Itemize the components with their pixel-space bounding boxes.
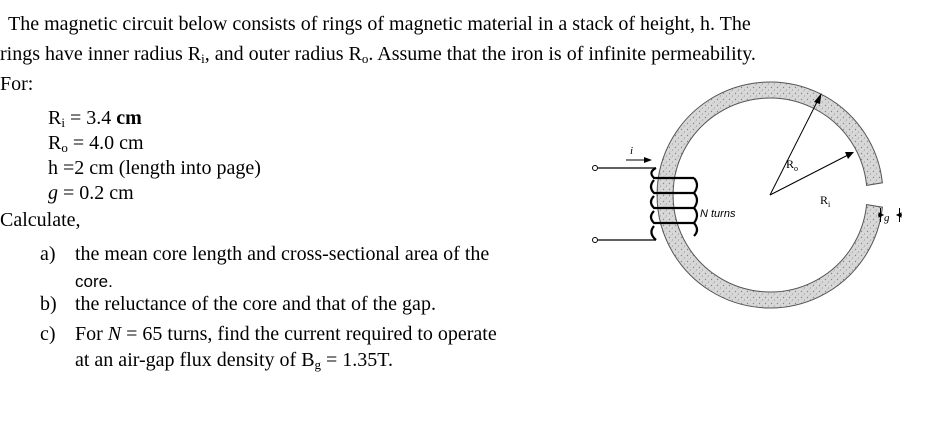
turns-label: N turns: [700, 208, 736, 220]
item-a-line1: the mean core length and cross-sectional…: [75, 243, 490, 265]
item-a-line2: core.: [75, 272, 113, 291]
magnetic-circuit-figure: i N turns Ro Ri g: [592, 81, 902, 309]
calculate-label: Calculate,: [0, 209, 81, 231]
given-g: g = 0.2 cm: [48, 182, 134, 204]
for-label: For:: [0, 73, 34, 95]
item-c-line2: at an air-gap flux density of Bg = 1.35T…: [75, 349, 394, 372]
outer-radius-label: Ro: [786, 157, 798, 173]
current-label: i: [630, 145, 633, 157]
gap-label: g: [884, 212, 890, 224]
item-b-line1: the reluctance of the core and that of t…: [75, 293, 436, 315]
outer-radius-arrowhead: [814, 93, 822, 104]
inner-radius-label: Ri: [820, 193, 831, 209]
current-arrowhead: [644, 157, 652, 163]
toroid-core: [656, 81, 883, 309]
inner-radius-arrowhead: [845, 152, 854, 159]
terminal-top: [592, 165, 598, 171]
gap-marker: [878, 208, 902, 222]
given-ri: Ri = 3.4 cm: [48, 107, 142, 130]
intro-line-2: rings have inner radius Ri, and outer ra…: [0, 43, 756, 66]
outer-radius-arrow: [769, 97, 820, 196]
terminal-bottom: [592, 237, 598, 243]
inner-radius-arrow: [769, 154, 849, 196]
given-ro: Ro = 4.0 cm: [48, 132, 144, 155]
item-a-marker: a): [40, 243, 56, 265]
item-c-marker: c): [40, 323, 56, 345]
item-b-marker: b): [40, 293, 57, 315]
given-h: h =2 cm (length into page): [48, 157, 261, 179]
winding-coil: [649, 167, 699, 241]
intro-line-1: The magnetic circuit below consists of r…: [8, 13, 751, 35]
item-c-line1: For N = 65 turns, find the current requi…: [75, 323, 497, 345]
